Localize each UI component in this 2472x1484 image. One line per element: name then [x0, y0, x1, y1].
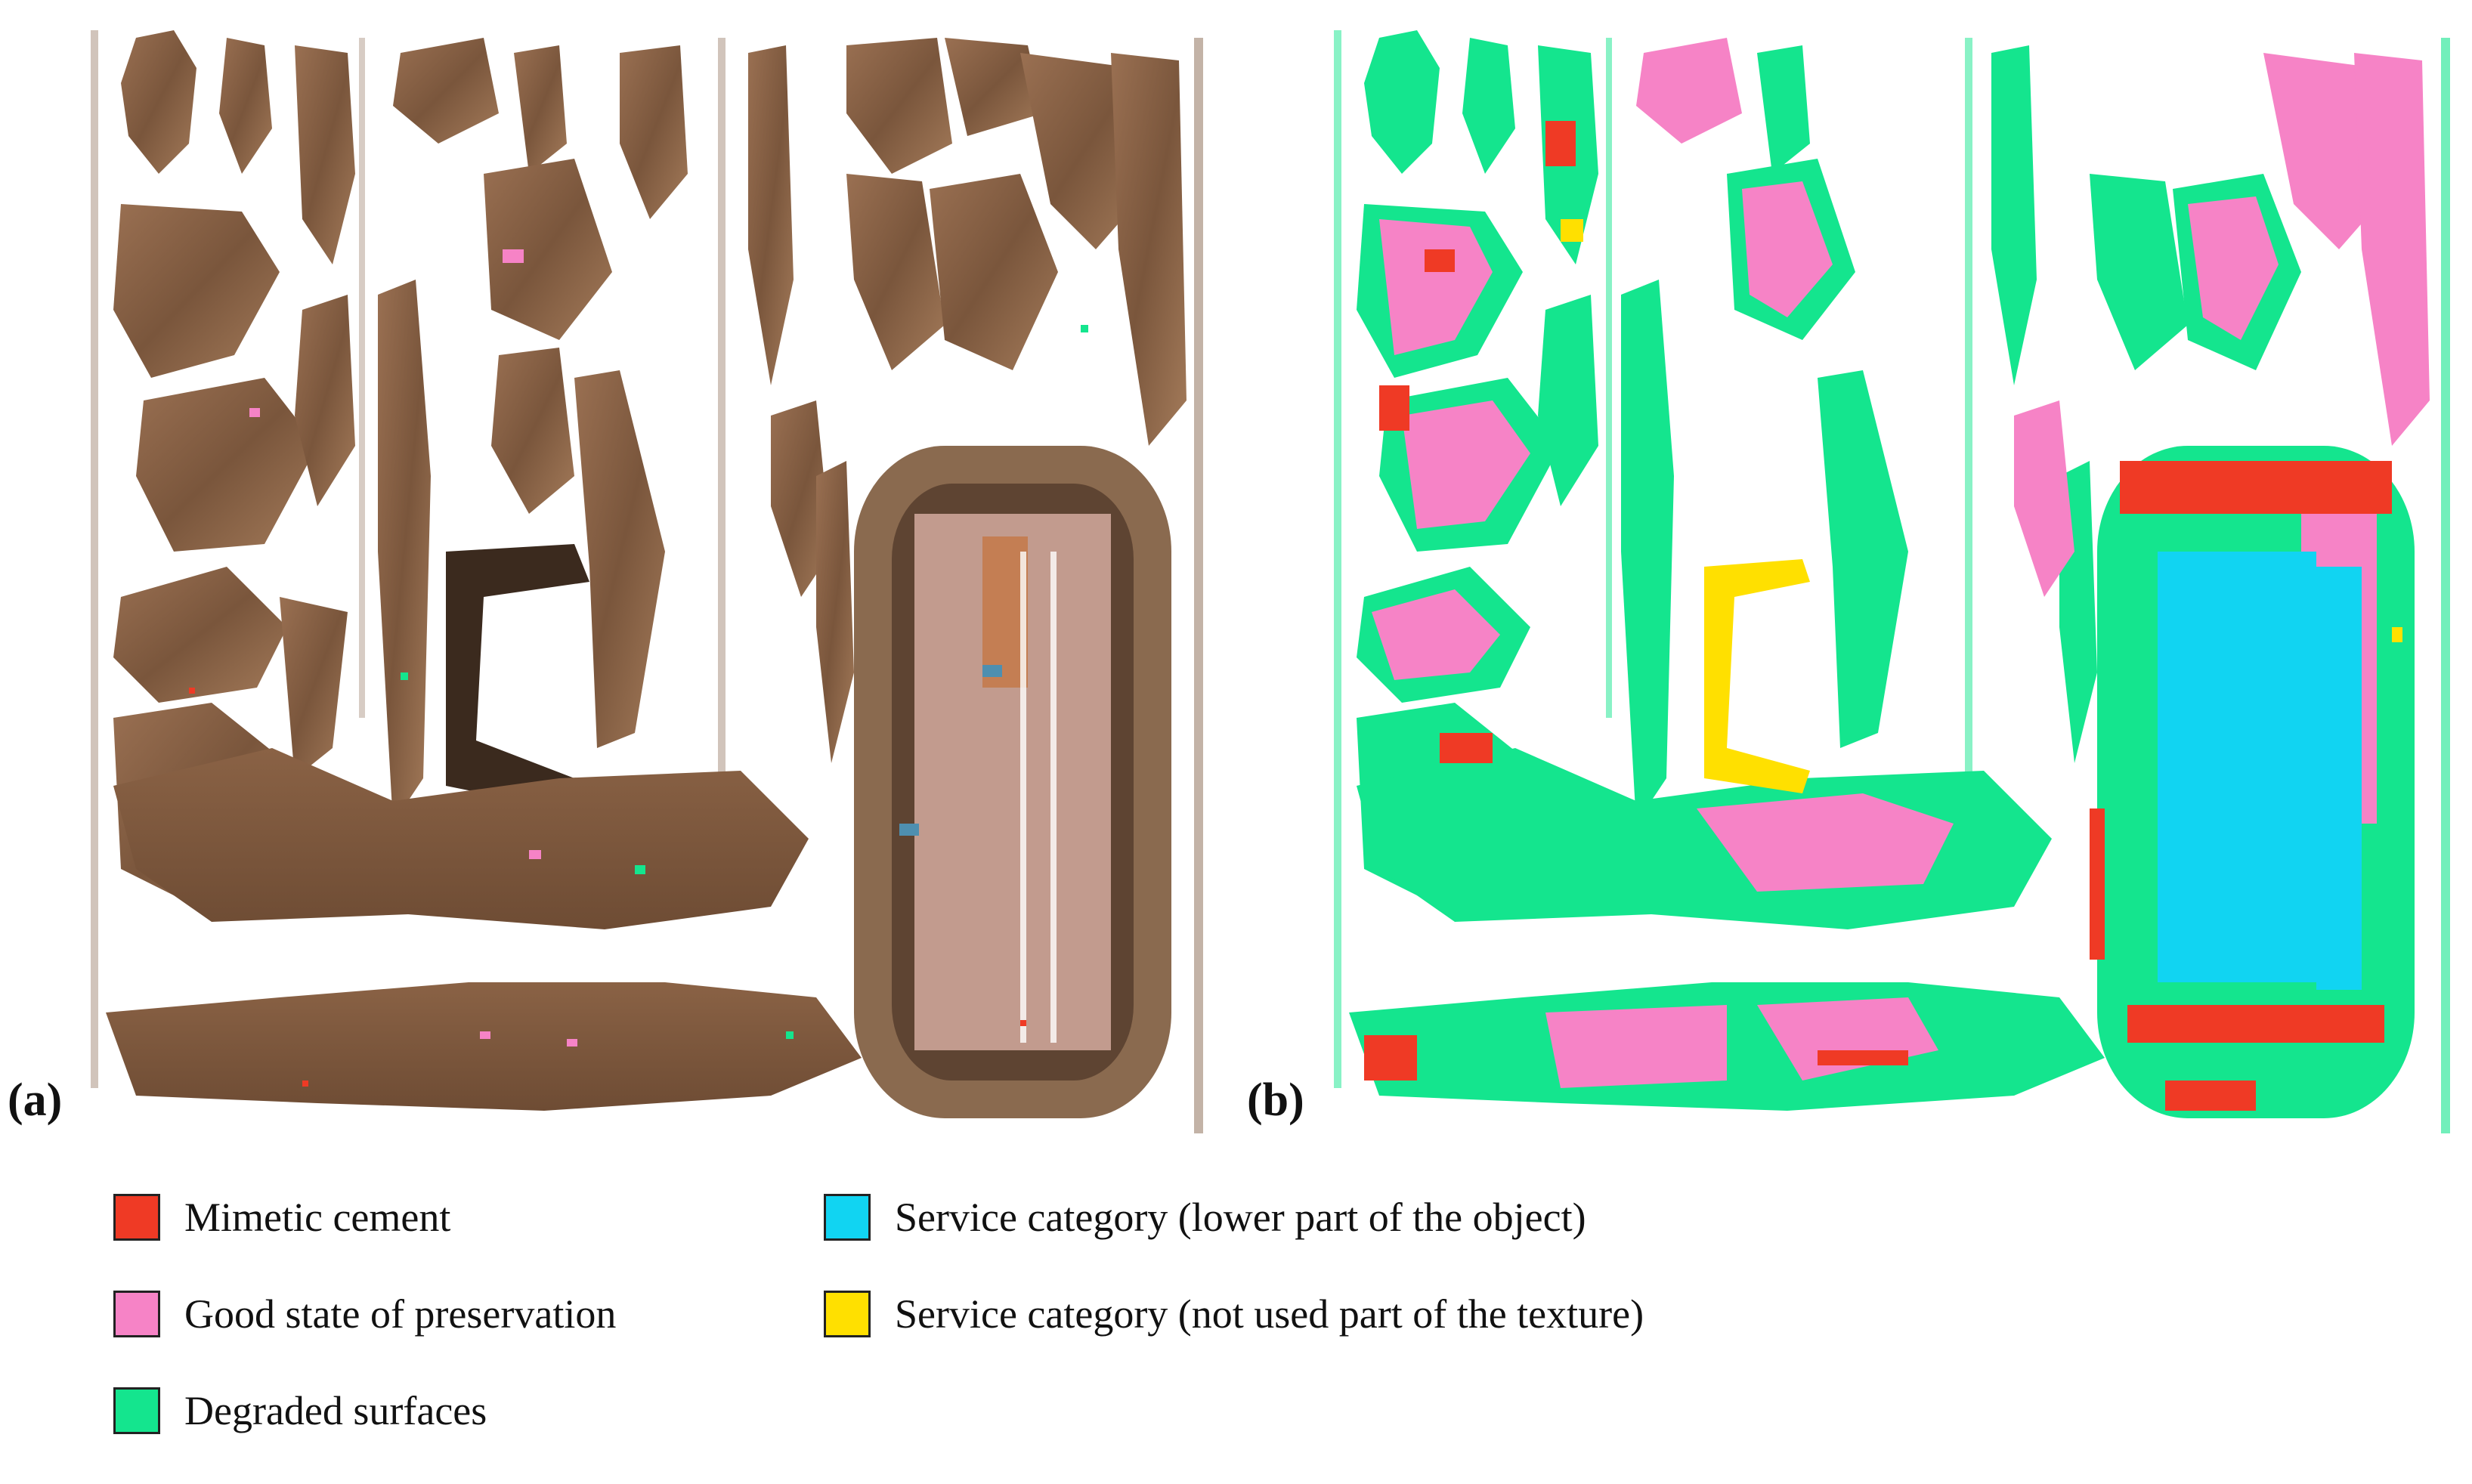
legend-swatch [113, 1194, 160, 1241]
legend-label: Service category (not used part of the t… [895, 1291, 1644, 1337]
legend-label: Good state of preservation [184, 1291, 617, 1337]
legend-swatch [113, 1387, 160, 1434]
fragment-strips [1334, 30, 2450, 1133]
service-unused-regions [1561, 219, 2402, 793]
panel-label-b: (b) [1247, 1074, 1304, 1126]
legend-label: Degraded surfaces [184, 1388, 487, 1433]
legend-item-service-unused: Service category (not used part of the t… [824, 1291, 1644, 1337]
legend-swatch [824, 1194, 871, 1241]
legend: Mimetic cement Good state of preservatio… [113, 1194, 1927, 1443]
trough-body [854, 446, 1171, 1118]
legend-item-service-lower: Service category (lower part of the obje… [824, 1194, 1644, 1241]
mimetic-cement-regions [1364, 121, 2392, 1111]
classification-map-image [1334, 23, 2452, 1156]
legend-swatch [113, 1291, 160, 1337]
frame-fragment [446, 544, 589, 808]
texture-atlas-image [91, 23, 1209, 1156]
legend-swatch [824, 1291, 871, 1337]
legend-label: Service category (lower part of the obje… [895, 1195, 1586, 1240]
classification-map-drawing [1334, 30, 2450, 1133]
service-lower-regions [2158, 552, 2362, 990]
legend-column-right: Service category (lower part of the obje… [824, 1194, 1644, 1387]
fragment-strips [91, 30, 1203, 1133]
sample-markers [189, 249, 1088, 1087]
legend-item-degraded-surfaces: Degraded surfaces [113, 1387, 616, 1434]
legend-item-good-preservation: Good state of preservation [113, 1291, 616, 1337]
legend-item-mimetic-cement: Mimetic cement [113, 1194, 616, 1241]
texture-atlas-drawing [91, 30, 1203, 1133]
panel-label-a: (a) [8, 1074, 63, 1126]
legend-label: Mimetic cement [184, 1195, 451, 1240]
legend-column-left: Mimetic cement Good state of preservatio… [113, 1194, 616, 1484]
base-fragment [106, 748, 862, 1111]
